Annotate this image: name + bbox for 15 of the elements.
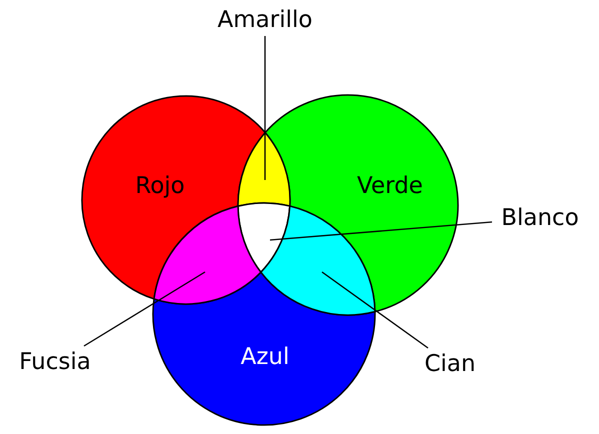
leader-line	[84, 271, 206, 347]
overlap-region	[153, 205, 262, 305]
callout-label: Fucsia	[19, 349, 91, 375]
overlap-region	[237, 132, 291, 207]
overlap-region	[237, 202, 291, 273]
circle-label: Verde	[357, 173, 423, 199]
circle-label: Rojo	[135, 173, 185, 199]
leader-line	[264, 36, 266, 180]
callout-label: Blanco	[501, 205, 579, 231]
overlap-region	[260, 205, 376, 316]
circle-label: Azul	[240, 344, 290, 370]
callout-label: Cian	[424, 351, 476, 377]
callout-label: Amarillo	[218, 7, 312, 33]
leader-line	[270, 221, 492, 241]
leader-line	[322, 271, 428, 349]
